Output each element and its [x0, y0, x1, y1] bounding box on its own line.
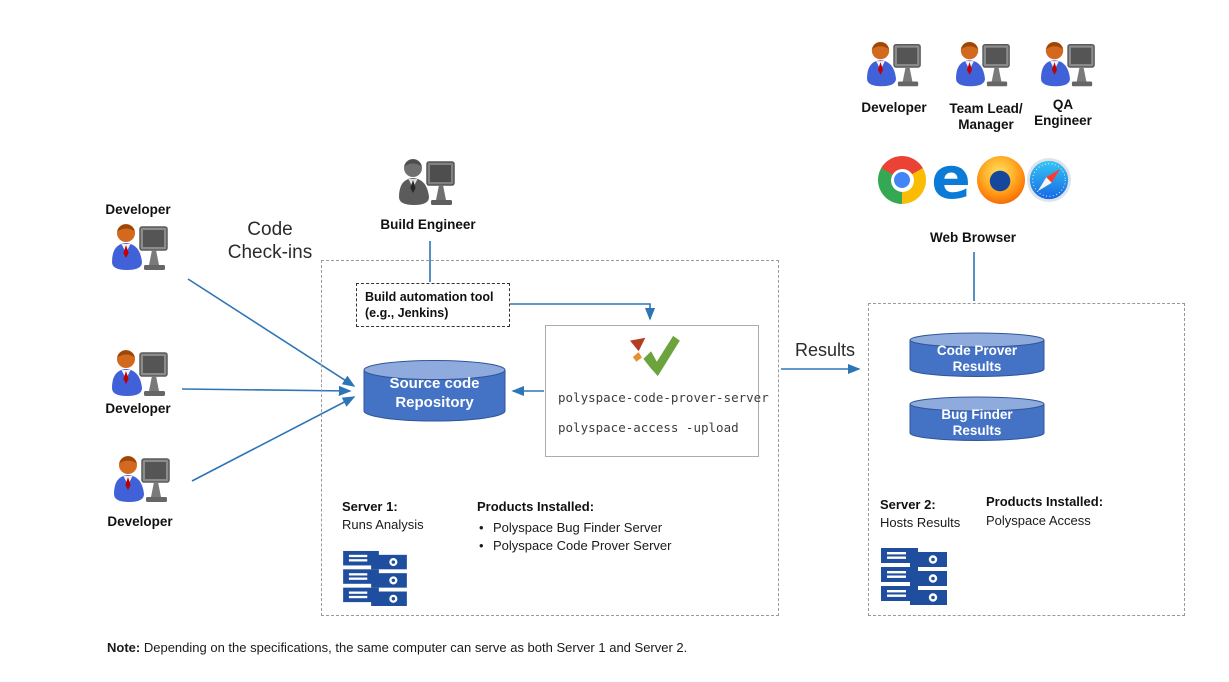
command-line-2: polyspace-access -upload: [558, 420, 739, 435]
developer-1-label: Developer: [105, 202, 171, 217]
note-label: Note:: [107, 640, 141, 655]
server2-role: Hosts Results: [880, 515, 961, 530]
results-label: Results: [794, 340, 856, 360]
developer-top-label: Developer: [861, 100, 927, 115]
server1-role: Runs Analysis: [342, 517, 424, 532]
build-engineer-label: Build Engineer: [380, 217, 476, 232]
code-checkins-label: Code Check-ins: [227, 219, 313, 263]
developer-top-icon: [864, 38, 926, 94]
server2-zone: [868, 303, 1185, 616]
safari-icon: [1026, 157, 1072, 203]
polyspace-commands-box: polyspace-code-prover-server polyspace-a…: [545, 325, 769, 457]
firefox-icon: [977, 156, 1025, 204]
developer-2-label: Developer: [105, 401, 171, 416]
team-lead-icon: [952, 38, 1016, 94]
code-prover-results-cylinder: Code Prover Results: [908, 332, 1046, 378]
polyspace-logo-icon: [624, 333, 682, 379]
server2-products-title: Products Installed:: [986, 494, 1104, 509]
server1-product-1: Polyspace Bug Finder Server: [477, 519, 707, 537]
command-line-1: polyspace-code-prover-server: [558, 390, 769, 405]
qa-engineer-icon: [1038, 38, 1100, 94]
developer-2-icon: [108, 346, 174, 404]
server2-rack-icon: [880, 547, 948, 605]
developer-3-label: Developer: [107, 514, 173, 529]
note-text: Note: Depending on the specifications, t…: [107, 640, 688, 655]
build-automation-tool-box: Build automation tool (e.g., Jenkins): [356, 283, 510, 327]
build-engineer-icon: [396, 155, 460, 213]
server1-title: Server 1:: [342, 499, 398, 514]
developer-1-icon: [108, 220, 174, 278]
bug-finder-results-cylinder: Bug Finder Results: [908, 396, 1046, 442]
developer-3-icon: [110, 452, 176, 510]
edge-icon: [926, 155, 976, 205]
team-lead-label: Team Lead/ Manager: [949, 101, 1023, 132]
server2-title: Server 2:: [880, 497, 936, 512]
qa-engineer-label: QA Engineer: [1034, 97, 1092, 128]
server1-rack-icon: [342, 550, 408, 606]
server1-products-list: Polyspace Bug Finder Server Polyspace Co…: [477, 519, 707, 555]
server1-products-title: Products Installed:: [477, 499, 595, 514]
source-code-repository-cylinder: Source code Repository: [362, 359, 507, 423]
server1-product-2: Polyspace Code Prover Server: [477, 537, 707, 555]
web-browser-label: Web Browser: [929, 230, 1017, 245]
server2-product-1: Polyspace Access: [986, 513, 1091, 528]
chrome-icon: [878, 156, 926, 204]
server1-zone: [321, 260, 779, 616]
